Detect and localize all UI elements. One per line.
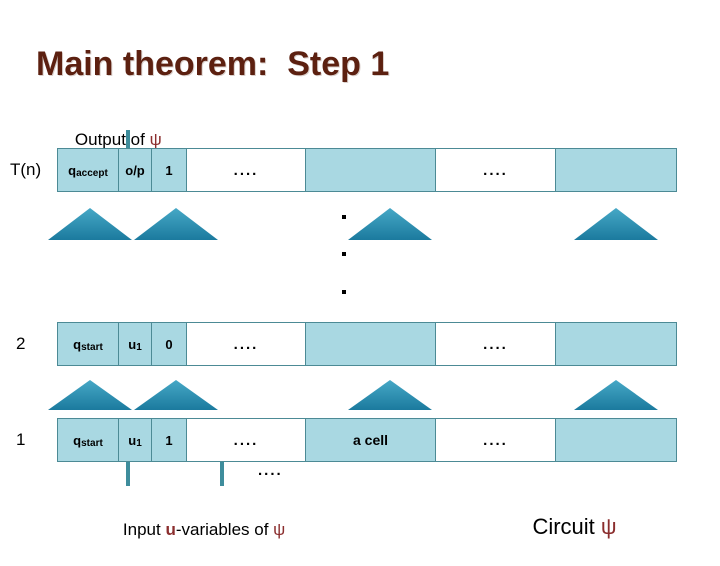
cell-text: 0 <box>165 336 173 352</box>
row-label-tn: T(n) <box>10 160 42 179</box>
cell-subscript: start <box>81 437 103 449</box>
output-caption-text: Output of <box>74 130 150 149</box>
bottom-ellipsis: .... <box>258 462 283 479</box>
output-caption: Output of ψ <box>56 110 162 170</box>
tape-cell-ellipsis[interactable]: .... <box>435 148 556 192</box>
row-label-2: 2 <box>16 334 26 353</box>
page-title: Main theorem: Step 1 <box>36 45 390 83</box>
cell-text: u <box>128 336 137 352</box>
input-caption-prefix: Input <box>122 520 166 539</box>
input-connector-line-cell <box>220 462 224 486</box>
cell-text: .... <box>233 431 259 449</box>
cell-text: 1 <box>165 162 173 178</box>
cell-text: q <box>73 336 82 352</box>
tape-cell[interactable] <box>555 322 677 366</box>
tape-cell-ellipsis[interactable]: .... <box>435 418 556 462</box>
tape-cell[interactable] <box>305 148 436 192</box>
cell-text: .... <box>483 161 508 179</box>
cell-subscript: start <box>81 341 103 353</box>
tape-cell[interactable]: 1 <box>151 148 187 192</box>
psi-symbol-input: ψ <box>273 520 286 539</box>
cell-text: .... <box>483 431 508 449</box>
cell-text: .... <box>233 161 259 179</box>
tape-cell[interactable]: 1 <box>151 418 187 462</box>
cell-text: o/p <box>125 162 145 178</box>
slide-canvas: Main theorem: Step 1 Output of ψ T(n) 2 … <box>10 45 677 539</box>
input-caption-mid: -variables of <box>175 520 274 539</box>
tape-cell-ellipsis[interactable]: .... <box>186 322 306 366</box>
circuit-caption: Circuit ψ <box>508 488 617 566</box>
tape-cell-ellipsis[interactable]: .... <box>435 322 556 366</box>
tape-cell-a-cell[interactable]: a cell <box>305 418 436 462</box>
cell-text: q <box>68 162 77 178</box>
input-connector-line-u1 <box>126 462 130 486</box>
tape-cell-ellipsis[interactable]: .... <box>186 418 306 462</box>
psi-symbol-circuit: ψ <box>600 514 617 539</box>
tape-cell[interactable]: 0 <box>151 322 187 366</box>
tape-cell[interactable] <box>555 148 677 192</box>
cell-subscript: 1 <box>136 437 142 449</box>
cell-text: a cell <box>352 432 389 448</box>
tape-cell[interactable]: o/p <box>118 148 152 192</box>
tape-cell[interactable] <box>555 418 677 462</box>
psi-symbol-output: ψ <box>149 130 162 149</box>
cell-text: .... <box>233 335 259 353</box>
cell-subscript: 1 <box>136 341 142 353</box>
tape-cell[interactable] <box>305 322 436 366</box>
cell-text: q <box>73 432 82 448</box>
input-caption: Input u-variables of ψ <box>104 500 285 560</box>
circuit-caption-prefix: Circuit <box>532 514 601 539</box>
row-label-1: 1 <box>16 430 26 449</box>
cell-text: u <box>128 432 137 448</box>
tape-cell-ellipsis[interactable]: .... <box>186 148 306 192</box>
output-connector-line <box>126 130 130 148</box>
u-variable-symbol: u <box>165 520 176 539</box>
ellipsis-dot <box>342 290 346 294</box>
cell-text: 1 <box>165 432 173 448</box>
ellipsis-dot <box>342 252 346 256</box>
cell-text: .... <box>483 335 508 353</box>
cell-subscript: accept <box>76 167 108 179</box>
ellipsis-dot <box>342 215 346 219</box>
